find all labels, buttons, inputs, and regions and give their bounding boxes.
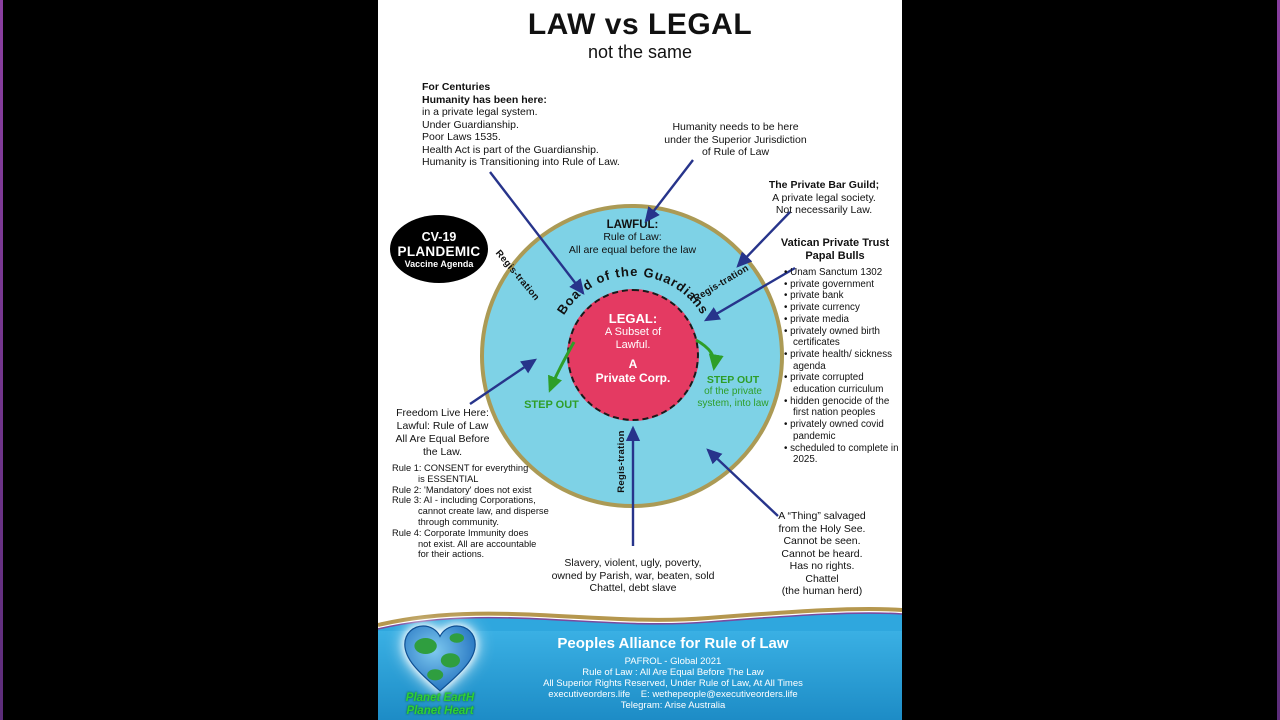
thing-chattel-note: A “Thing” salvaged from the Holy See. Ca… (778, 510, 866, 597)
cv19-line3: Vaccine Agenda (404, 258, 474, 269)
rule-line: not exist. All are accountable (418, 538, 537, 549)
vatican-bullet-item: private currency (784, 302, 900, 314)
footer-swoosh (378, 606, 902, 631)
legal-circle: LEGAL: A Subset of Lawful. A Private Cor… (567, 289, 699, 421)
footer-telegram-line: Telegram: Arise Australia (620, 700, 726, 711)
vatican-bullet-item: Unam Sanctum 1302 (784, 267, 900, 279)
footer-line-1: PAFROL - Global 2021 (624, 656, 722, 667)
footer-org-title: Peoples Alliance for Rule of Law (557, 635, 789, 652)
step-out-right-label: STEP OUT of the private system, into law (679, 374, 787, 409)
vatican-bullet-item: private corrupted education curriculum (784, 372, 900, 395)
rule-line: cannot create law, and disperse (418, 506, 549, 517)
bar-guild-note: The Private Bar Guild; A private legal s… (750, 179, 898, 217)
earth-heart-logo (404, 625, 476, 692)
rule-line: Rule 3: AI - including Corporations, (392, 495, 536, 506)
footer-line-2: Rule of Law : All Are Equal Before The L… (582, 667, 764, 678)
for-centuries-body: in a private legal system. Under Guardia… (422, 106, 620, 168)
cv19-badge: CV-19 PLANDEMIC Vaccine Agenda (390, 215, 488, 283)
vatican-bullet-item: hidden genocide of the first nation peop… (784, 396, 900, 419)
for-centuries-note: For Centuries Humanity has been here: in… (422, 81, 652, 169)
rule-line: is ESSENTIAL (418, 473, 479, 484)
earth-continents (414, 633, 464, 681)
vatican-bullet-item: private media (784, 314, 900, 326)
rule-line: for their actions. (418, 549, 485, 560)
right-edge-accent (1277, 0, 1280, 720)
footer-band: Planet EartH Planet Heart Peoples Allian… (378, 595, 902, 720)
vatican-bullet-item: privately owned birth certificates (784, 326, 900, 349)
lawful-label: LAWFUL: Rule of Law: All are equal befor… (530, 219, 735, 256)
slavery-note: Slavery, violent, ugly, poverty, owned b… (551, 557, 715, 594)
page-subtitle: not the same (587, 42, 693, 62)
lawful-heading: LAWFUL: (606, 219, 659, 231)
vatican-heading: Vatican Private Trust Papal Bulls (780, 237, 890, 262)
step-out-left-label: STEP OUT (524, 399, 579, 411)
bar-guild-body: A private legal society. Not necessarily… (772, 191, 876, 217)
vatican-bullet-item: privately owned covid pandemic (784, 419, 900, 442)
vatican-bullet-item: private health/ sickness agenda (784, 349, 900, 372)
vatican-bullet-item: private bank (784, 290, 900, 302)
page-title: LAW vs LEGAL (527, 8, 753, 41)
logo-caption: Planet EartH Planet Heart (405, 692, 475, 717)
vatican-bullet-item: private government (784, 279, 900, 291)
footer-line-3: All Superior Rights Reserved, Under Rule… (543, 678, 803, 689)
vatican-bullets: Unam Sanctum 1302private governmentpriva… (784, 267, 900, 466)
humanity-needs-note: Humanity needs to be here under the Supe… (664, 121, 807, 158)
rule-line: Rule 1: CONSENT for everything (392, 463, 529, 473)
legal-heading: LEGAL: (608, 311, 658, 326)
rule-line: Rule 2: 'Mandatory' does not exist (392, 484, 532, 495)
rule-line: Rule 4: Corporate Immunity does (392, 527, 529, 538)
for-centuries-heading: For Centuries Humanity has been here: (422, 81, 547, 106)
legal-private-corp: A Private Corp. (595, 357, 671, 385)
legal-body: A Subset of Lawful. (604, 326, 662, 351)
freedom-note: Freedom Live Here: Lawful: Rule of Law A… (395, 407, 490, 458)
vatican-bullet-item: scheduled to complete in 2025. (784, 443, 900, 466)
left-edge-accent (0, 0, 3, 720)
cv19-line2: PLANDEMIC (397, 243, 481, 259)
cv19-line1: CV-19 (421, 229, 457, 244)
step-out-right-title: STEP OUT (706, 374, 760, 386)
footer-text: Peoples Alliance for Rule of Law PAFROL … (478, 635, 868, 711)
bar-guild-heading: The Private Bar Guild; (768, 179, 880, 191)
registration-label-bottom: Regis-tration (615, 430, 627, 493)
rule-line: through community. (418, 516, 499, 527)
step-out-right-body: of the private system, into law (697, 386, 769, 409)
lawful-body: Rule of Law: All are equal before the la… (568, 231, 697, 256)
footer-contact-line: executiveorders.life E: wethepeople@exec… (548, 689, 798, 700)
poster-page: LAW vs LEGAL not the same For Centuries … (378, 0, 902, 720)
